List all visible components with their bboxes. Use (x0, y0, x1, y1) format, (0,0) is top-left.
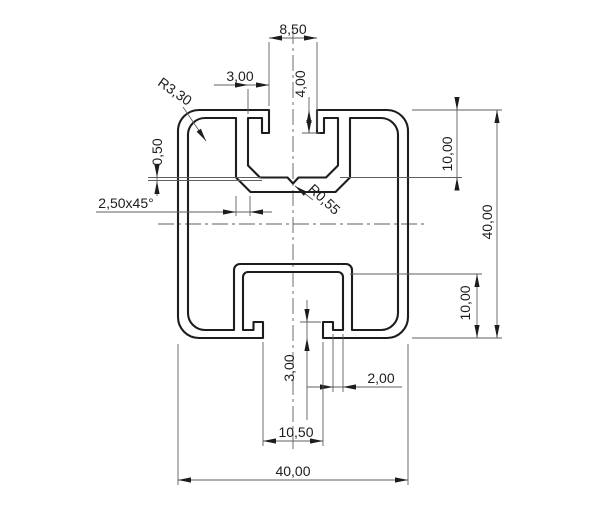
arrowhead (235, 82, 248, 88)
arrowhead (306, 110, 312, 123)
dimension-corner-radius: R3,30 (155, 74, 207, 142)
dimension-label: 8,50 (279, 21, 306, 37)
arrowhead (178, 477, 191, 483)
radius-label: R0,55 (305, 181, 343, 218)
arrowhead (196, 128, 206, 141)
arrowhead (256, 82, 269, 88)
arrowhead (454, 177, 460, 191)
profile-inner-hollow-contour (186, 116, 400, 332)
arrowhead (154, 181, 160, 194)
arrowhead (263, 438, 276, 444)
dimension-bottom-lip-height: 3,00 (281, 300, 321, 420)
arrowhead (304, 309, 310, 322)
dimension-label: 40,00 (479, 204, 495, 239)
dimension-chamfer: 2,50x45° (96, 195, 272, 216)
arrowhead (223, 209, 236, 215)
arrowhead (310, 438, 323, 444)
arrowhead (269, 35, 282, 41)
arrowhead (454, 97, 460, 110)
dimension-label: 4,00 (292, 70, 308, 97)
dimension-bottom-slot-opening: 10,50 (262, 342, 324, 446)
dimension-overall-width: 40,00 (177, 344, 409, 485)
dimension-slot-floor-step: 0,50 (148, 138, 262, 196)
arrowhead (395, 477, 408, 483)
arrowhead (320, 384, 333, 390)
dimension-label: 3,00 (281, 354, 297, 381)
centerlines (158, 28, 428, 452)
profile-outer-contour (176, 108, 410, 340)
dimension-label: 10,50 (278, 424, 313, 440)
dimension-label: 10,00 (439, 136, 455, 171)
dimension-floor-notch-radius: R0,55 (294, 181, 344, 218)
arrowhead (250, 209, 263, 215)
arrowhead (494, 110, 500, 123)
dimension-label: 3,00 (226, 68, 253, 84)
dimension-top-slot-opening: 8,50 (268, 21, 318, 130)
arrowhead (474, 274, 480, 287)
radius-label: R3,30 (155, 74, 195, 109)
dimension-lower-right-depth: 10,00 (350, 273, 482, 338)
dimension-bottom-lip-width: 2,00 (307, 334, 402, 392)
arrowhead (494, 325, 500, 338)
arrowhead (295, 186, 307, 196)
dimension-top-slot-nub-depth: 4,00 (292, 70, 320, 134)
dimension-upper-right-depth: 10,00 (340, 97, 502, 191)
arrowhead (306, 120, 312, 133)
arrowhead (474, 325, 480, 338)
arrowhead (304, 338, 310, 351)
dimension-label: 10,00 (457, 285, 473, 320)
arrowhead (304, 35, 317, 41)
dimension-top-slot-lip: 3,00 (214, 68, 269, 114)
dimension-label: 40,00 (275, 463, 310, 479)
arrowhead (343, 384, 356, 390)
dimension-overall-height: 40,00 (412, 110, 502, 339)
dimension-label: 0,50 (149, 138, 165, 165)
arrowhead (154, 164, 160, 178)
chamfer-label: 2,50x45° (98, 195, 153, 211)
dimension-label: 2,00 (367, 370, 394, 386)
